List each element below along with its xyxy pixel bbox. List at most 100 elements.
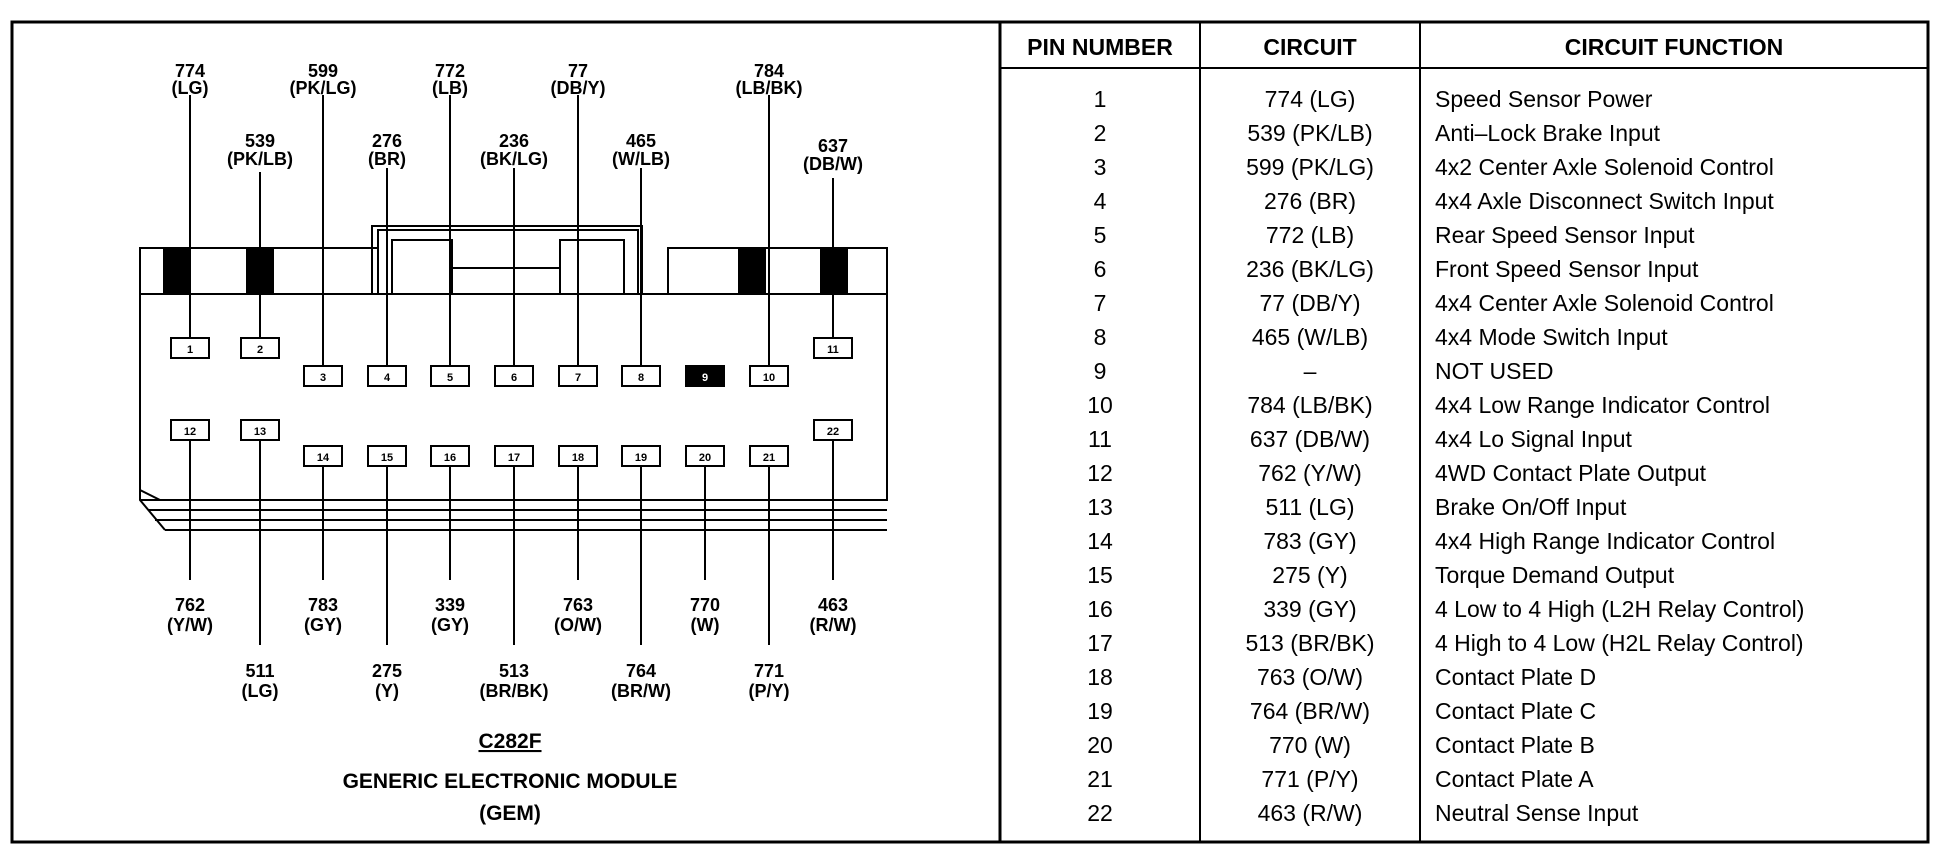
pin-cavity — [240, 337, 280, 359]
pin-number-label: 18 — [572, 452, 584, 464]
connector-id: C282F — [478, 730, 541, 753]
pin-number-label: 8 — [638, 372, 644, 384]
pin-number-label: 22 — [827, 426, 839, 438]
wire-color-label: (Y) — [375, 681, 399, 701]
wire-number-label: 763 — [563, 595, 593, 615]
cell-circuit: 511 (LG) — [1265, 494, 1354, 520]
cell-circuit: 784 (LB/BK) — [1247, 392, 1372, 418]
cell-pin-number: 18 — [1087, 664, 1113, 690]
cell-pin-number: 15 — [1087, 562, 1113, 588]
wire-color-label: (GY) — [304, 615, 342, 635]
wire-color-label: (Y/W) — [167, 615, 213, 635]
cell-pin-number: 10 — [1087, 392, 1113, 418]
cell-circuit-function: 4x4 Low Range Indicator Control — [1435, 392, 1770, 418]
wire-number-label: 511 — [245, 661, 274, 681]
wire-number-label: 637 — [818, 136, 848, 156]
pin-cavity — [367, 445, 407, 467]
cell-circuit-function: Contact Plate C — [1435, 698, 1596, 724]
cell-circuit: 236 (BK/LG) — [1246, 256, 1374, 282]
pin-cavity — [494, 445, 534, 467]
cell-circuit-function: Rear Speed Sensor Input — [1435, 222, 1695, 248]
header-circuit: CIRCUIT — [1263, 34, 1356, 60]
pin-cavity — [170, 419, 210, 441]
pin-number-label: 4 — [384, 372, 391, 384]
cell-circuit-function: Contact Plate B — [1435, 732, 1595, 758]
cell-circuit: 599 (PK/LG) — [1246, 154, 1374, 180]
pin-number-label: 11 — [827, 344, 839, 356]
cell-pin-number: 12 — [1087, 460, 1113, 486]
wire-number-label: 463 — [818, 595, 848, 615]
pin-cavity — [685, 445, 725, 467]
cell-pin-number: 8 — [1094, 324, 1107, 350]
pin-cavity — [430, 445, 470, 467]
wire-color-label: (DB/Y) — [551, 78, 606, 98]
wire-number-label: 276 — [372, 131, 402, 151]
pin-number-label: 13 — [254, 426, 266, 438]
cell-circuit-function: 4 High to 4 Low (H2L Relay Control) — [1435, 630, 1804, 656]
wire-color-label: (LB) — [432, 78, 468, 98]
outer-border — [10, 20, 1930, 844]
wire-color-label: (LG) — [242, 681, 279, 701]
wire-lines — [189, 95, 834, 645]
cell-circuit: 774 (LG) — [1265, 86, 1356, 112]
cell-pin-number: 7 — [1094, 290, 1107, 316]
wire-number-label: 599 — [308, 61, 338, 81]
pin-number-label: 14 — [317, 452, 330, 464]
header-pin-number: PIN NUMBER — [1027, 34, 1173, 60]
cell-circuit: 783 (GY) — [1263, 528, 1356, 554]
cell-circuit-function: Torque Demand Output — [1435, 562, 1675, 588]
cell-pin-number: 17 — [1087, 630, 1113, 656]
pin-cavity — [621, 365, 661, 387]
cell-circuit-function: 4x4 High Range Indicator Control — [1435, 528, 1775, 554]
wire-color-label: (GY) — [431, 615, 469, 635]
wire-color-label: (BK/LG) — [480, 149, 548, 169]
wire-color-label: (LG) — [172, 78, 209, 98]
wire-number-label: 770 — [690, 595, 720, 615]
cell-circuit-function: 4x4 Lo Signal Input — [1435, 426, 1633, 452]
wire-color-label: (LB/BK) — [736, 78, 803, 98]
pin-cavity — [240, 419, 280, 441]
pin-cavity — [749, 445, 789, 467]
cell-pin-number: 5 — [1094, 222, 1107, 248]
cell-pin-number: 3 — [1094, 154, 1107, 180]
pin-cavity — [303, 365, 343, 387]
wire-number-label: 465 — [626, 131, 656, 151]
latch-blocks — [163, 248, 848, 294]
cell-circuit-function: 4WD Contact Plate Output — [1435, 460, 1707, 486]
latch-mark — [738, 248, 766, 294]
wire-color-label: (R/W) — [810, 615, 857, 635]
cell-circuit: 637 (DB/W) — [1250, 426, 1370, 452]
cell-circuit-function: Brake On/Off Input — [1435, 494, 1627, 520]
wire-number-label: 339 — [435, 595, 465, 615]
wire-color-label: (BR/W) — [611, 681, 671, 701]
pin-cavity — [813, 337, 853, 359]
pin-cavity — [621, 445, 661, 467]
cell-circuit: 463 (R/W) — [1258, 800, 1363, 826]
cell-pin-number: 4 — [1094, 188, 1107, 214]
cell-pin-number: 9 — [1094, 358, 1107, 384]
cell-circuit-function: Front Speed Sensor Input — [1435, 256, 1699, 282]
wire-color-label: (W) — [691, 615, 720, 635]
wire-number-label: 783 — [308, 595, 338, 615]
pin-number-label: 21 — [763, 452, 775, 464]
cell-circuit: 77 (DB/Y) — [1260, 290, 1361, 316]
pin-cavity — [558, 365, 598, 387]
cell-circuit-function: Neutral Sense Input — [1435, 800, 1639, 826]
wire-color-label: (BR/BK) — [480, 681, 549, 701]
cell-circuit: 465 (W/LB) — [1252, 324, 1368, 350]
wire-labels: 774(LG)539(PK/LB)599(PK/LG)276(BR)772(LB… — [167, 61, 863, 701]
wire-number-label: 772 — [435, 61, 465, 81]
pin-cavity — [558, 445, 598, 467]
wire-number-label: 764 — [626, 661, 656, 681]
cell-circuit: 513 (BR/BK) — [1245, 630, 1374, 656]
pin-cavity — [367, 365, 407, 387]
wire-color-label: (BR) — [368, 149, 406, 169]
latch-mark — [163, 248, 191, 294]
cell-circuit-function: 4 Low to 4 High (L2H Relay Control) — [1435, 596, 1804, 622]
pin-number-label: 16 — [444, 452, 456, 464]
pin-number-label: 6 — [511, 372, 517, 384]
wire-number-label: 771 — [754, 661, 784, 681]
